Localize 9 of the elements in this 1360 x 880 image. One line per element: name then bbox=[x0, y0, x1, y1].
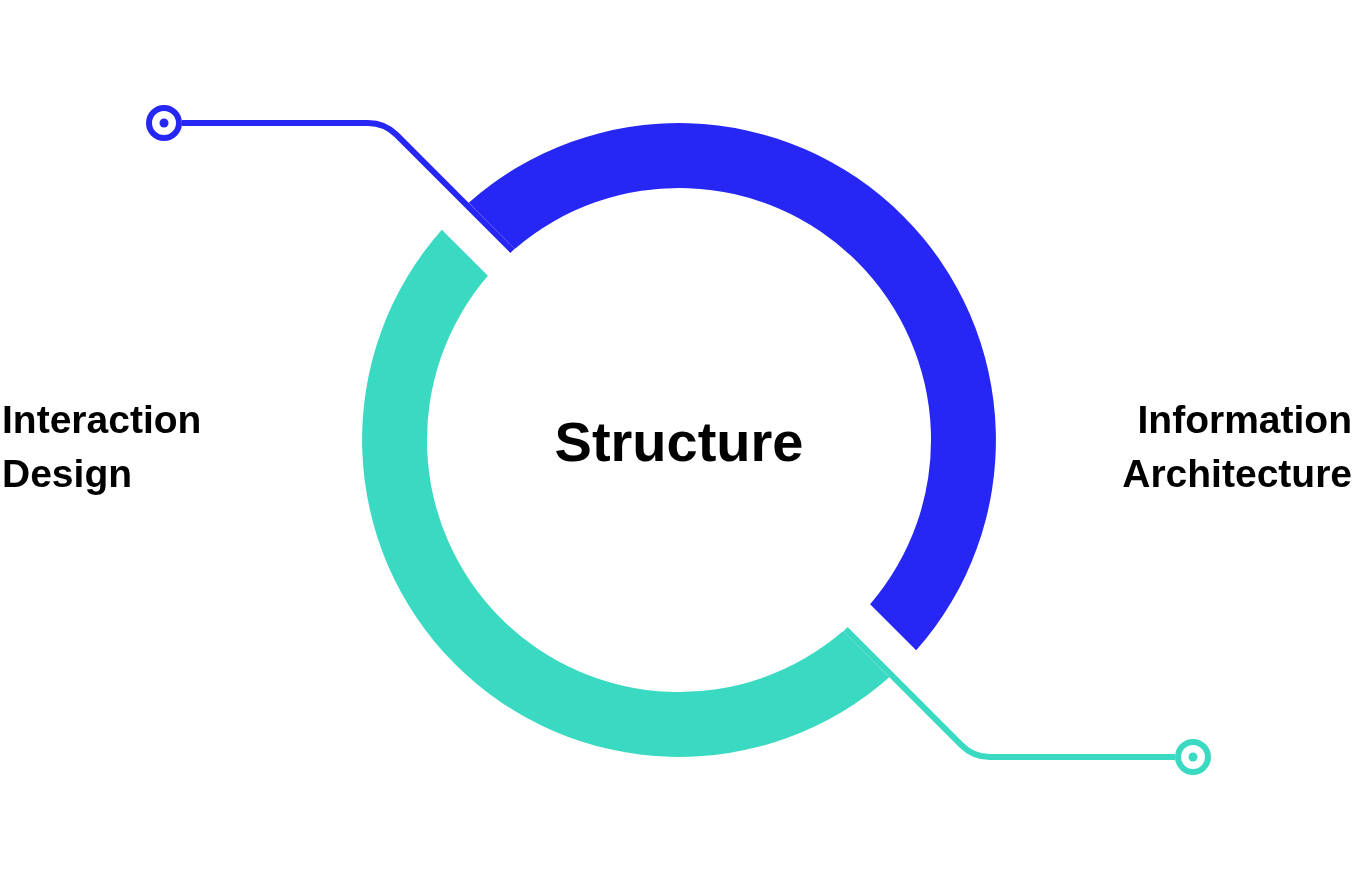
target-icon bbox=[1175, 739, 1211, 775]
target-icon bbox=[146, 105, 182, 141]
center-label: Structure bbox=[554, 414, 804, 470]
ring-arc bbox=[362, 229, 890, 757]
side-label: Information Architecture bbox=[1122, 397, 1352, 497]
ring-arc bbox=[468, 123, 996, 651]
leader-line bbox=[843, 627, 1175, 760]
leader-line bbox=[182, 120, 515, 253]
side-label: Interaction Design bbox=[2, 397, 202, 497]
